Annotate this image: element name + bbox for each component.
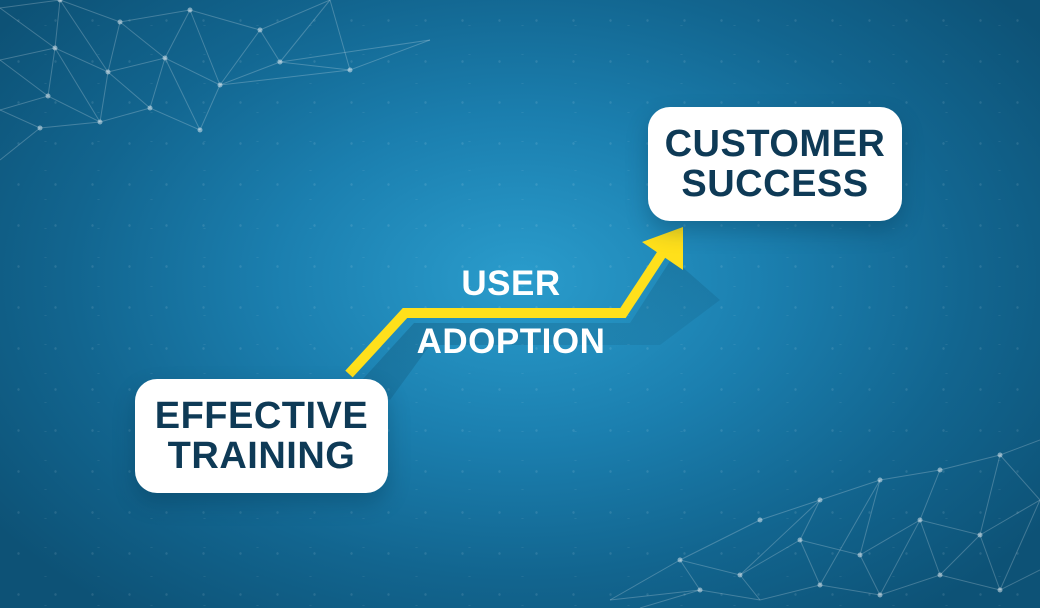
arrow-shadow — [362, 258, 720, 400]
customer-success-box: CUSTOMER SUCCESS — [648, 107, 902, 221]
user-adoption-label-line-2: ADOPTION — [416, 322, 606, 361]
effective-training-line-2: TRAINING — [167, 435, 356, 477]
arrow-path — [345, 249, 668, 378]
customer-success-line-1: CUSTOMER — [664, 123, 886, 165]
arrow-head — [642, 227, 683, 270]
effective-training-box: EFFECTIVE TRAINING — [135, 379, 388, 493]
user-adoption-label-line-1: USER — [461, 264, 561, 303]
customer-success-line-2: SUCCESS — [681, 163, 869, 205]
effective-training-line-1: EFFECTIVE — [154, 395, 369, 437]
